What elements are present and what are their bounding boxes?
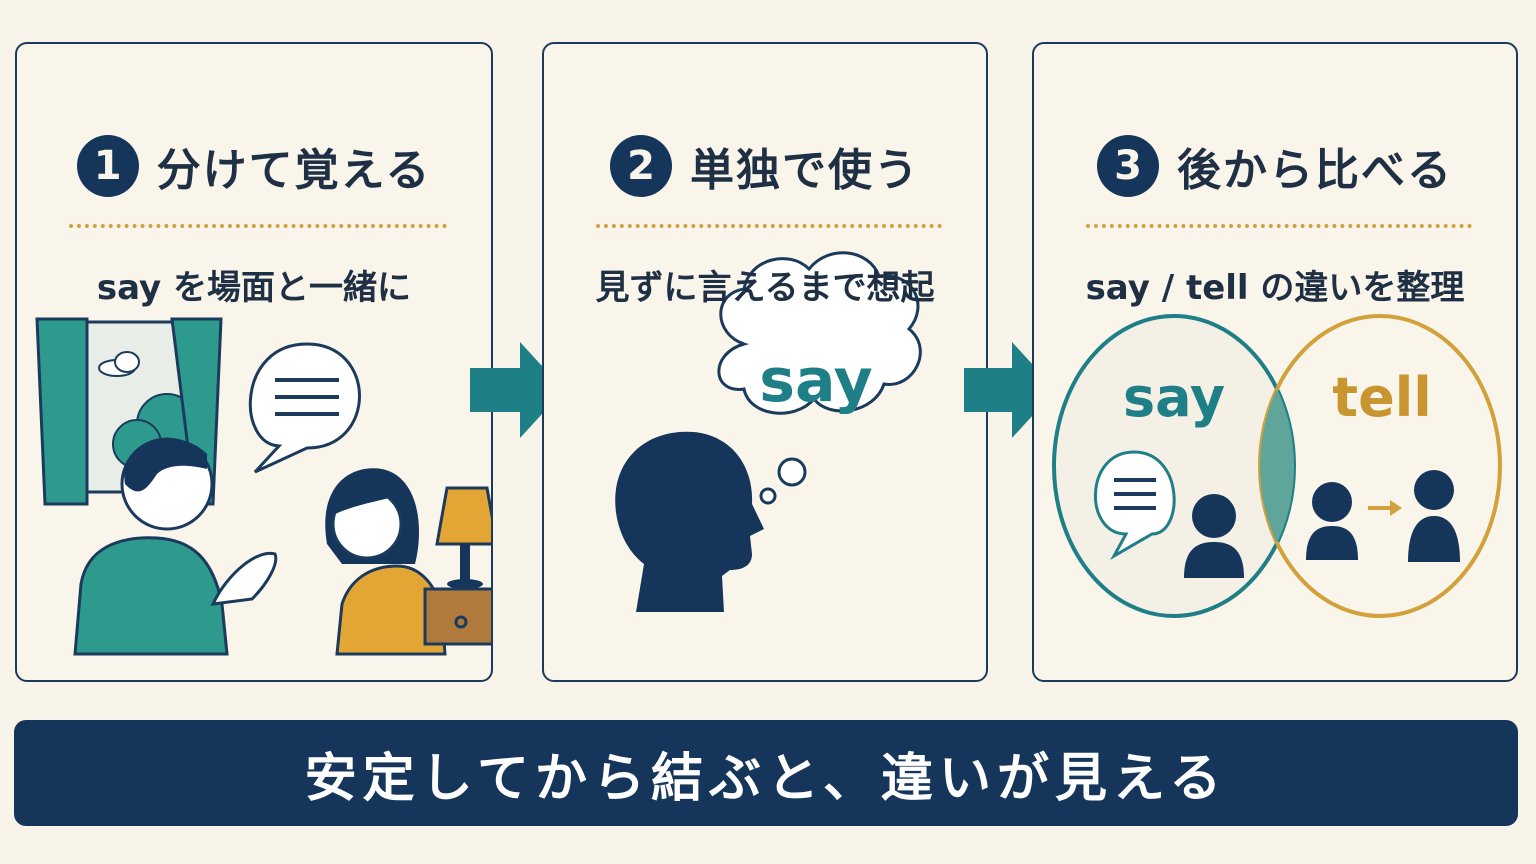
comparison-venn-illustration: say tell xyxy=(1052,314,1502,618)
tell-label: tell xyxy=(1332,366,1431,429)
step-2-title: 単独で使う xyxy=(690,145,920,196)
thought-word: say xyxy=(759,346,872,416)
conclusion-text: 安定してから結ぶと、違いが見える xyxy=(304,748,1228,809)
conclusion-banner: 安定してから結ぶと、違いが見える xyxy=(14,720,1518,826)
arrow-right-icon xyxy=(470,342,564,438)
step-1-panel: 1 分けて覚える say を場面と一緒に xyxy=(15,42,493,682)
curtain-left-icon xyxy=(35,317,89,506)
step-1-divider xyxy=(69,224,447,228)
man-icon xyxy=(73,536,229,656)
step-2-panel: say 2 単独で使う 見ずに言えるまで想起 xyxy=(542,42,988,682)
person-icon xyxy=(1192,494,1236,538)
step-1-title: 分けて覚える xyxy=(156,145,432,196)
conversation-illustration xyxy=(35,317,491,656)
listener-person-icon xyxy=(1414,470,1454,510)
thought-cloud-icon xyxy=(717,251,922,415)
step-3-number-badge: 3 xyxy=(1097,135,1159,197)
step-3-subtitle: say / tell の違いを整理 xyxy=(1085,268,1465,308)
step-3-divider xyxy=(1086,224,1472,228)
step-2-number-badge: 2 xyxy=(610,135,672,197)
step-1-subtitle: say を場面と一緒に xyxy=(96,268,412,308)
speaker-person-icon xyxy=(1312,482,1352,522)
speech-bubble-icon xyxy=(248,342,361,474)
say-label: say xyxy=(1123,366,1225,429)
step-3-title: 後から比べる xyxy=(1177,145,1453,196)
recall-illustration: say xyxy=(615,251,922,612)
hand-icon xyxy=(210,551,278,606)
step-3-panel: say tell 3 後から比べる say / tell の違いを整理 xyxy=(1032,42,1518,682)
step-2-subtitle: 見ずに言えるまで想起 xyxy=(595,268,935,308)
step-1-number-badge: 1 xyxy=(76,135,139,197)
lamp-icon xyxy=(435,486,491,546)
step-2-divider xyxy=(596,224,942,228)
head-icon xyxy=(615,431,764,612)
